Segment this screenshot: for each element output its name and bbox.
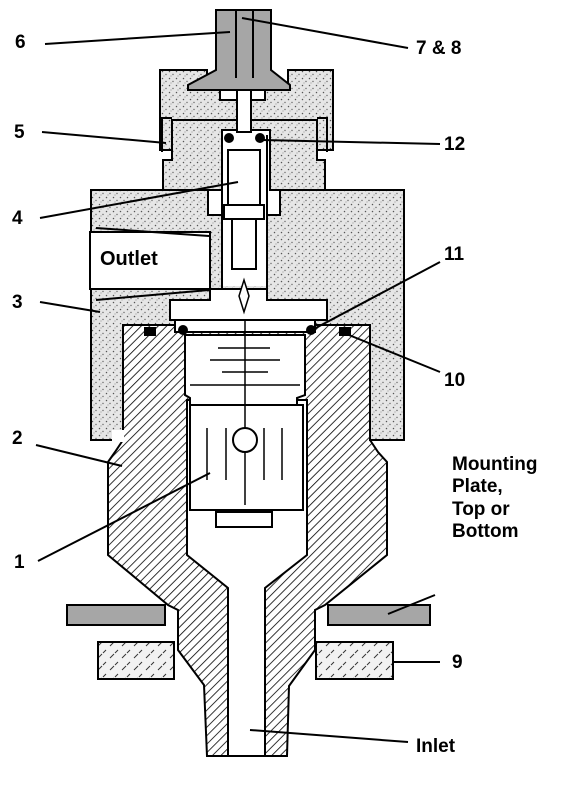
leader-outlet-upper xyxy=(95,227,210,237)
leader-6 xyxy=(44,31,231,45)
callout-12: 12 xyxy=(444,134,466,155)
mounting-plate-right xyxy=(327,604,431,626)
mounting-plate-left xyxy=(66,604,166,626)
leader-4 xyxy=(39,181,239,219)
leader-7-8 xyxy=(241,17,409,49)
mounting-plate-label: Mounting Plate, Top or Bottom xyxy=(452,454,538,543)
outlet-label: Outlet xyxy=(100,248,158,270)
leader-lines xyxy=(35,17,441,743)
cap-sleeve-left xyxy=(161,117,172,152)
housing-shoulder-left xyxy=(112,430,124,442)
callout-3: 3 xyxy=(12,292,23,313)
leader-5 xyxy=(41,131,167,144)
float-ball xyxy=(232,427,258,453)
needle xyxy=(238,277,250,315)
callout-9: 9 xyxy=(452,652,463,673)
callout-10: 10 xyxy=(444,370,466,391)
leader-mounting xyxy=(387,594,436,615)
o-ring-12-right xyxy=(255,133,265,143)
callout-2: 2 xyxy=(12,428,23,449)
callout-5: 5 xyxy=(14,122,25,143)
callout-7-8: 7 & 8 xyxy=(416,38,462,59)
float-element xyxy=(189,404,304,511)
insulator-left xyxy=(97,641,175,680)
leader-10 xyxy=(343,332,441,373)
leader-1 xyxy=(37,472,211,562)
leader-inlet xyxy=(249,729,409,743)
callout-11: 11 xyxy=(444,244,465,265)
top-connector xyxy=(187,9,291,91)
seal-10-left xyxy=(144,327,156,336)
leader-12 xyxy=(261,139,441,145)
callout-4: 4 xyxy=(12,208,23,229)
stem-upper xyxy=(236,89,252,133)
inlet-label: Inlet xyxy=(416,736,456,757)
flow-channel xyxy=(169,288,328,321)
cap-neck xyxy=(162,119,326,191)
callout-6: 6 xyxy=(15,32,26,53)
leader-11 xyxy=(311,261,441,331)
pin-body xyxy=(231,218,257,270)
float-base xyxy=(215,511,273,528)
leader-3 xyxy=(39,301,101,313)
insulator-right xyxy=(315,641,394,680)
callout-1: 1 xyxy=(14,552,25,573)
o-ring-12-left xyxy=(224,133,234,143)
o-ring-11-left xyxy=(178,325,188,335)
pin-collar xyxy=(223,204,265,220)
pin-sleeve xyxy=(227,149,261,206)
o-ring-11-right xyxy=(306,325,316,335)
leader-2 xyxy=(35,444,123,467)
seal-10-right xyxy=(339,327,351,336)
leader-outlet-lower xyxy=(95,289,210,301)
